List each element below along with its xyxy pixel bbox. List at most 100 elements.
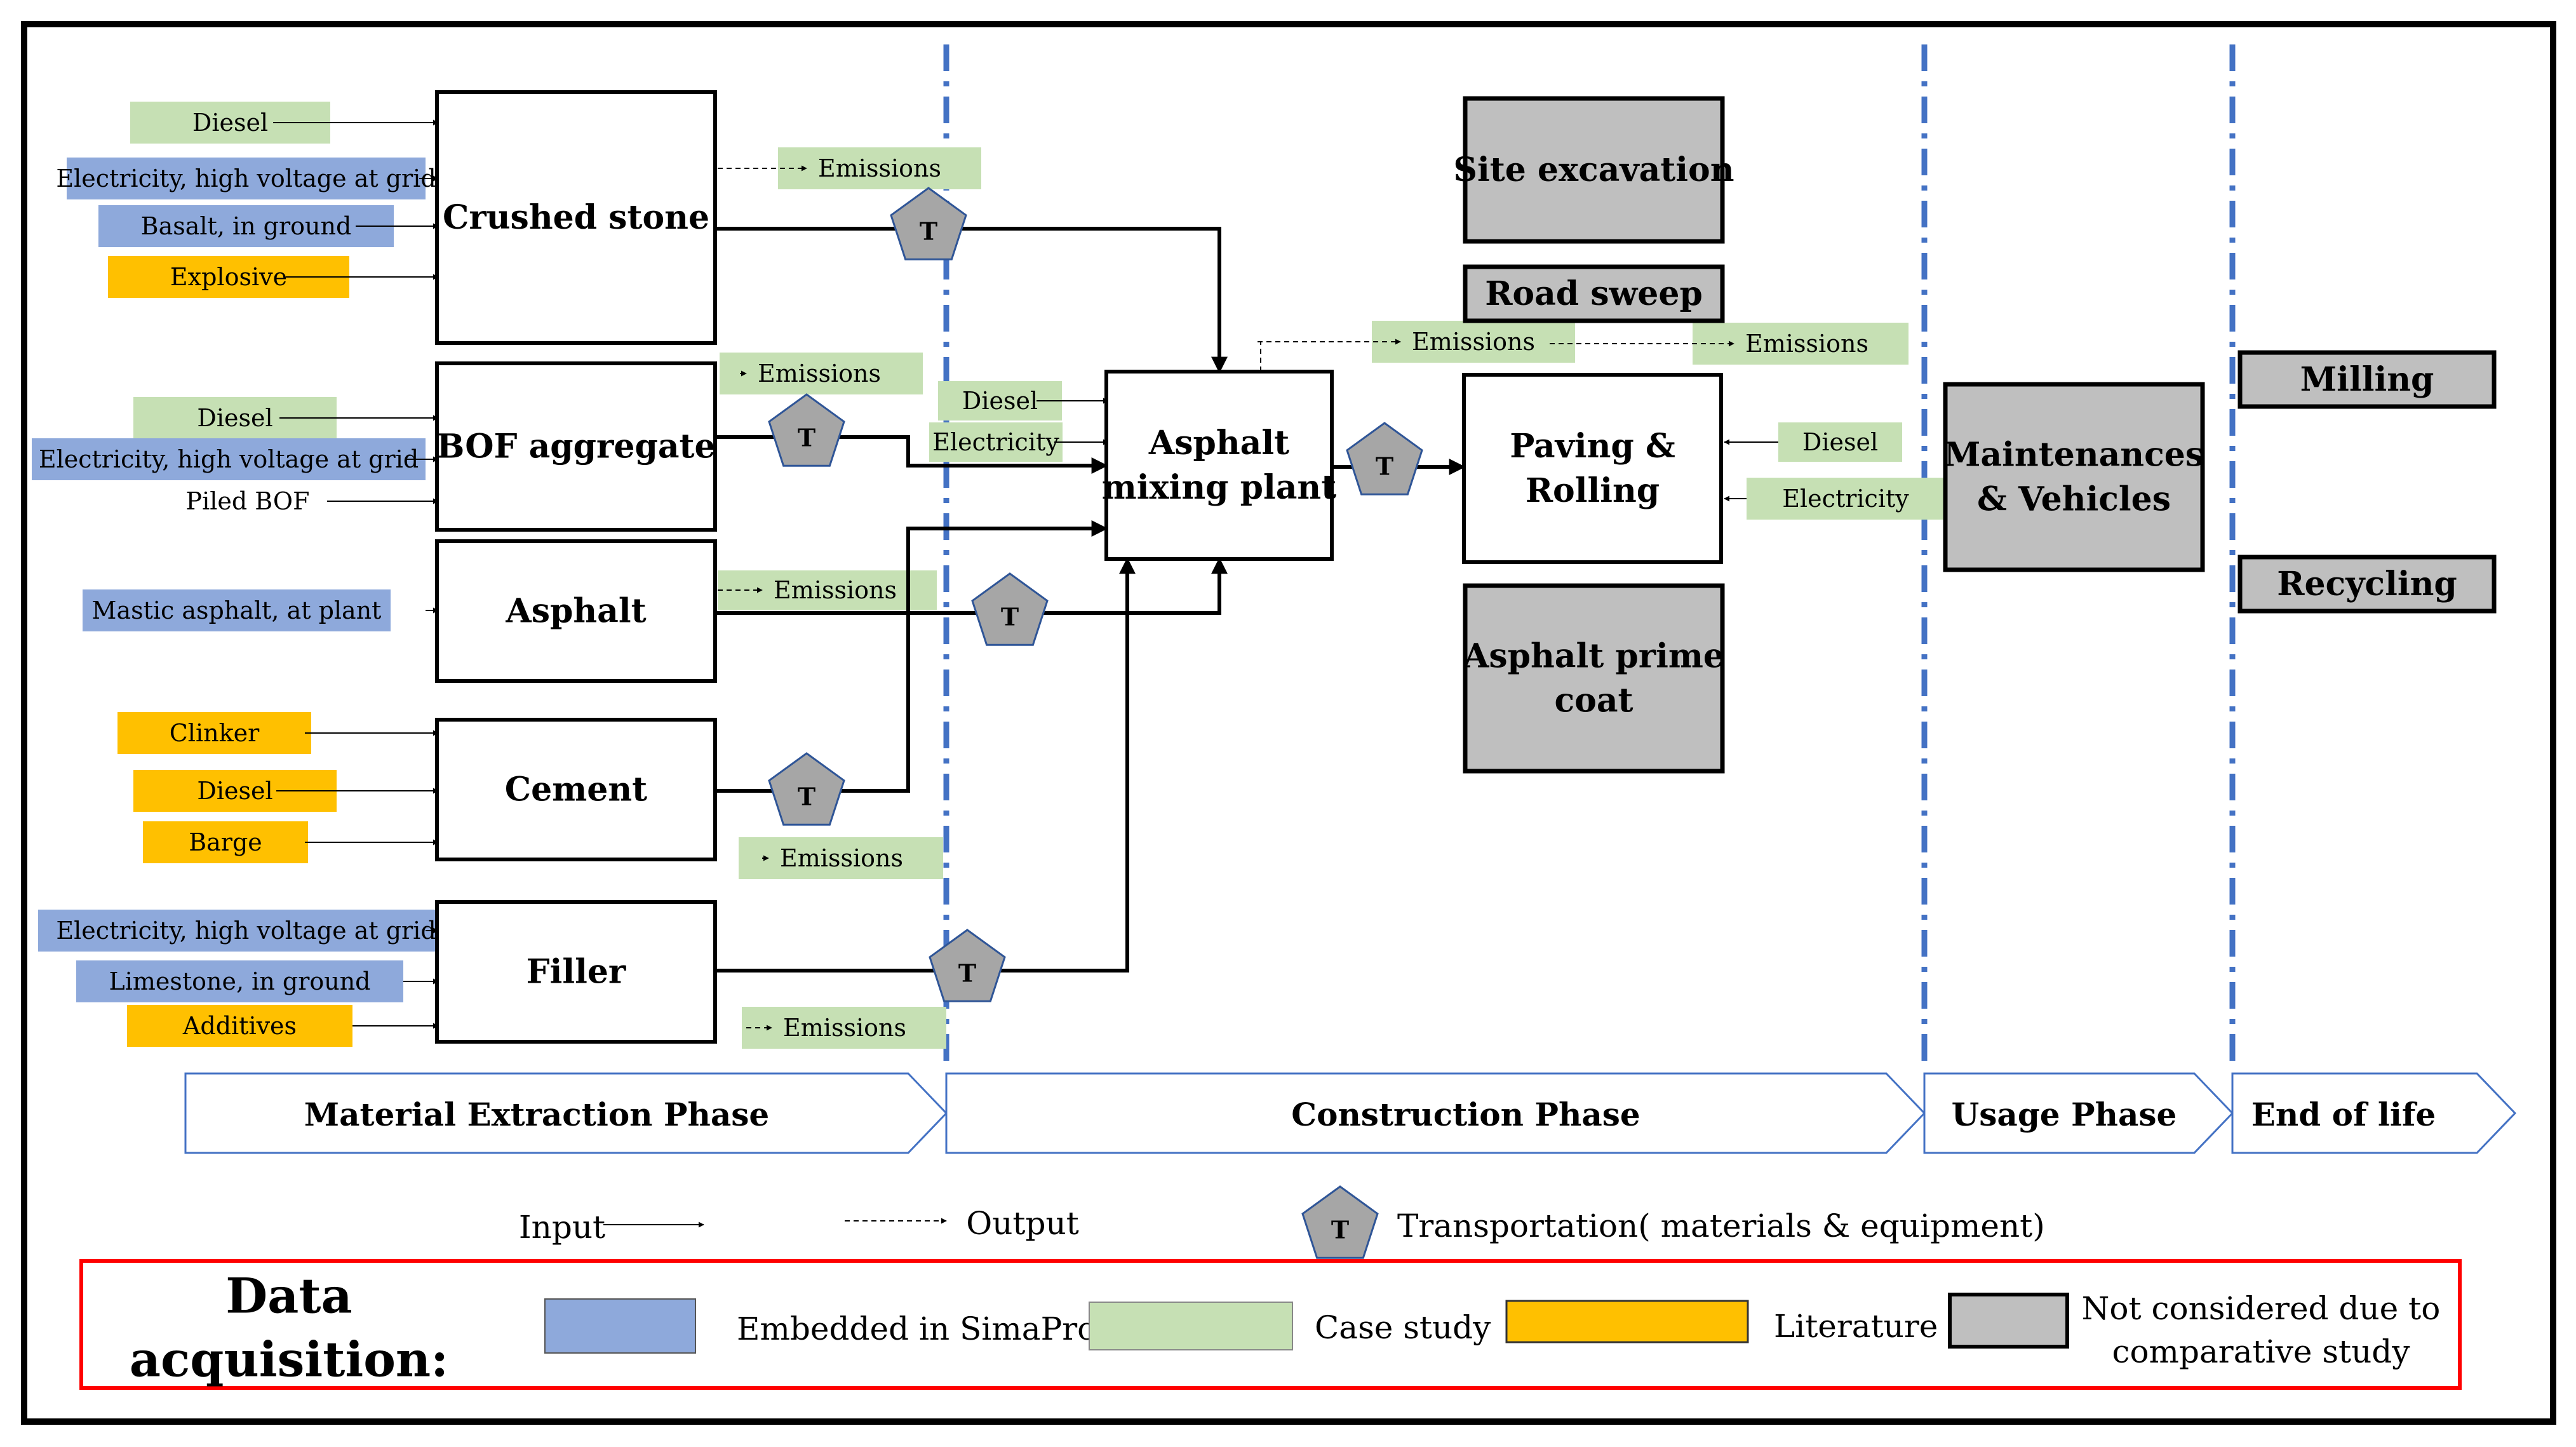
legend-embedded-swatch [544, 1298, 696, 1354]
input-swatch [83, 589, 391, 631]
transport-bof: T [768, 393, 845, 467]
transport-pentagon [890, 187, 967, 260]
box-rect [435, 900, 717, 1044]
legend-transport-pentagon: T [1301, 1185, 1379, 1259]
process-asphalt: Asphalt [435, 539, 717, 683]
emission-filler: Emissions [742, 1007, 946, 1049]
box-label: BOF aggregate [436, 427, 715, 466]
emission-label: Emissions [783, 1014, 906, 1042]
input-swatch [32, 438, 426, 480]
box-label: coat [1554, 682, 1633, 720]
transport-label: T [958, 959, 976, 988]
input-swatch [98, 205, 394, 247]
legend-embedded-label: Embedded in SimaPro [737, 1310, 1096, 1347]
box-label: Filler [527, 953, 626, 992]
phase-label: Construction Phase [1291, 1096, 1640, 1133]
input-label: Diesel [1802, 428, 1878, 456]
emission-swatch [720, 353, 923, 394]
input-swatch [76, 960, 403, 1002]
legend-data-acquisition-title: Data [225, 1268, 352, 1324]
input-bof-electricity: Electricity, high voltage at grid [32, 438, 439, 480]
input-label: Basalt, in ground [141, 212, 352, 240]
transport-label: T [920, 217, 937, 246]
input-label: Additives [182, 1012, 297, 1040]
emission-label: Emissions [780, 844, 903, 872]
phase-label: Usage Phase [1952, 1096, 2177, 1133]
flow-crushed-to-plant [715, 227, 1228, 374]
box-rect [1463, 583, 1725, 774]
legend-case-study-swatch [1089, 1302, 1293, 1350]
phase-arrow-shape [1923, 1072, 2234, 1154]
box-rect [435, 718, 717, 861]
input-label: Diesel [197, 777, 272, 805]
input-label: Diesel [192, 109, 268, 137]
input-swatch [1747, 478, 1945, 520]
input-filler-electricity: Electricity, high voltage at grid [38, 910, 454, 952]
input-swatch [38, 910, 454, 952]
input-label: Mastic asphalt, at plant [92, 596, 382, 624]
emission-labels: EmissionsEmissionsEmissionsEmissionsEmis… [718, 147, 1909, 1049]
transport-markers: T T T T T T T [768, 187, 1423, 1259]
process-road-sweep: Road sweep [1463, 264, 1725, 323]
transport-label: T [798, 424, 815, 452]
input-swatch [143, 821, 308, 863]
box-rect [435, 361, 717, 532]
transport-label: T [1376, 452, 1393, 481]
box-rect [435, 90, 717, 345]
legend-data-acquisition-box [79, 1259, 2462, 1390]
transport-cement: T [768, 752, 845, 826]
emission-bof: Emissions [720, 353, 923, 394]
phase-label: Material Extraction Phase [304, 1096, 770, 1133]
outer-frame [21, 21, 2556, 1425]
input-cement-barge: Barge [143, 821, 439, 863]
input-cs-electricity: Electricity, high voltage at grid [56, 158, 439, 199]
transport-pentagon [768, 393, 845, 467]
flow-filler-to-plant [715, 557, 1136, 973]
process-crushed-stone: Crushed stone [435, 90, 717, 345]
box-label: Recycling [2277, 565, 2457, 603]
emission-asphalt: Emissions [718, 570, 937, 610]
emission-cs: Emissions [718, 147, 981, 189]
transport-pentagon [971, 572, 1049, 646]
transport-asphalt: T [971, 572, 1049, 646]
input-swatch [127, 1005, 352, 1047]
transport-plant-paving: T [1346, 422, 1423, 495]
box-rect [1462, 373, 1723, 564]
process-site-excavation: Site excavation [1453, 96, 1734, 244]
input-paving-electricity: Electricity [1724, 478, 1945, 520]
legend-literature-swatch [1505, 1300, 1749, 1343]
process-paving-rolling: Paving &Rolling [1462, 373, 1723, 564]
input-swatch [1778, 422, 1902, 462]
input-cement-clinker: Clinker [117, 712, 439, 754]
transport-label: T [1001, 603, 1019, 631]
process-milling: Milling [2237, 350, 2497, 409]
input-label: Diesel [197, 404, 272, 432]
phase-usage: Usage Phase [1923, 1072, 2234, 1154]
legend-not-considered-label: comparative study [2112, 1333, 2410, 1370]
input-filler-limestone: Limestone, in ground [76, 960, 439, 1002]
input-filler-additives: Additives [127, 1005, 439, 1047]
input-plant-electricity: Electricity [929, 422, 1109, 462]
legend-data-acquisition-title: acquisition: [130, 1331, 448, 1388]
phase-arrow-shape [184, 1072, 948, 1154]
input-label: Explosive [170, 263, 287, 291]
flow-asphalt-to-plant [715, 557, 1228, 615]
phase-arrow-shape [945, 1072, 1926, 1154]
transport-pentagon [1301, 1185, 1379, 1259]
box-label: Rolling [1526, 471, 1660, 510]
emission-label: Emissions [1412, 328, 1535, 356]
legend-input-label: Input [519, 1209, 605, 1246]
phase-end-of-life: End of life [2231, 1072, 2517, 1154]
emission-swatch [742, 1007, 946, 1049]
phase-arrow-shape [2231, 1072, 2517, 1154]
process-maintenances-vehicles: Maintenances& Vehicles [1943, 382, 2205, 572]
box-label: Crushed stone [443, 198, 709, 237]
legend-literature-label: Literature [1774, 1308, 1938, 1345]
emission-plant: Emissions [1258, 321, 1575, 363]
emission-label: Emissions [1745, 330, 1868, 358]
legend-not-considered-label: Not considered due to [2082, 1290, 2441, 1327]
box-rect [2237, 350, 2497, 409]
process-bof-aggregate: BOF aggregate [435, 361, 717, 532]
